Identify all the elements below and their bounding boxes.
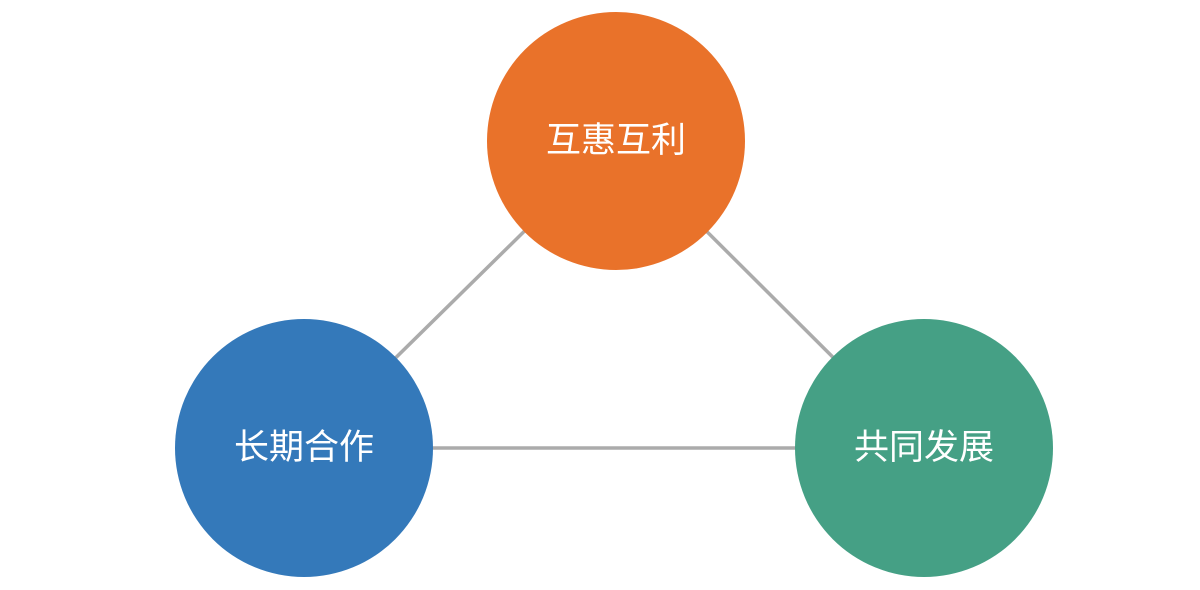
node-long-term-cooperation-circle <box>175 319 433 577</box>
node-long-term-cooperation-label: 长期合作 <box>234 428 374 468</box>
node-common-development: 共同发展 <box>795 319 1053 577</box>
node-common-development-label: 共同发展 <box>854 428 994 468</box>
node-mutual-benefit-label: 互惠互利 <box>546 121 686 161</box>
node-mutual-benefit: 互惠互利 <box>487 12 745 270</box>
node-common-development-circle <box>795 319 1053 577</box>
node-mutual-benefit-circle <box>487 12 745 270</box>
node-long-term-cooperation: 长期合作 <box>175 319 433 577</box>
